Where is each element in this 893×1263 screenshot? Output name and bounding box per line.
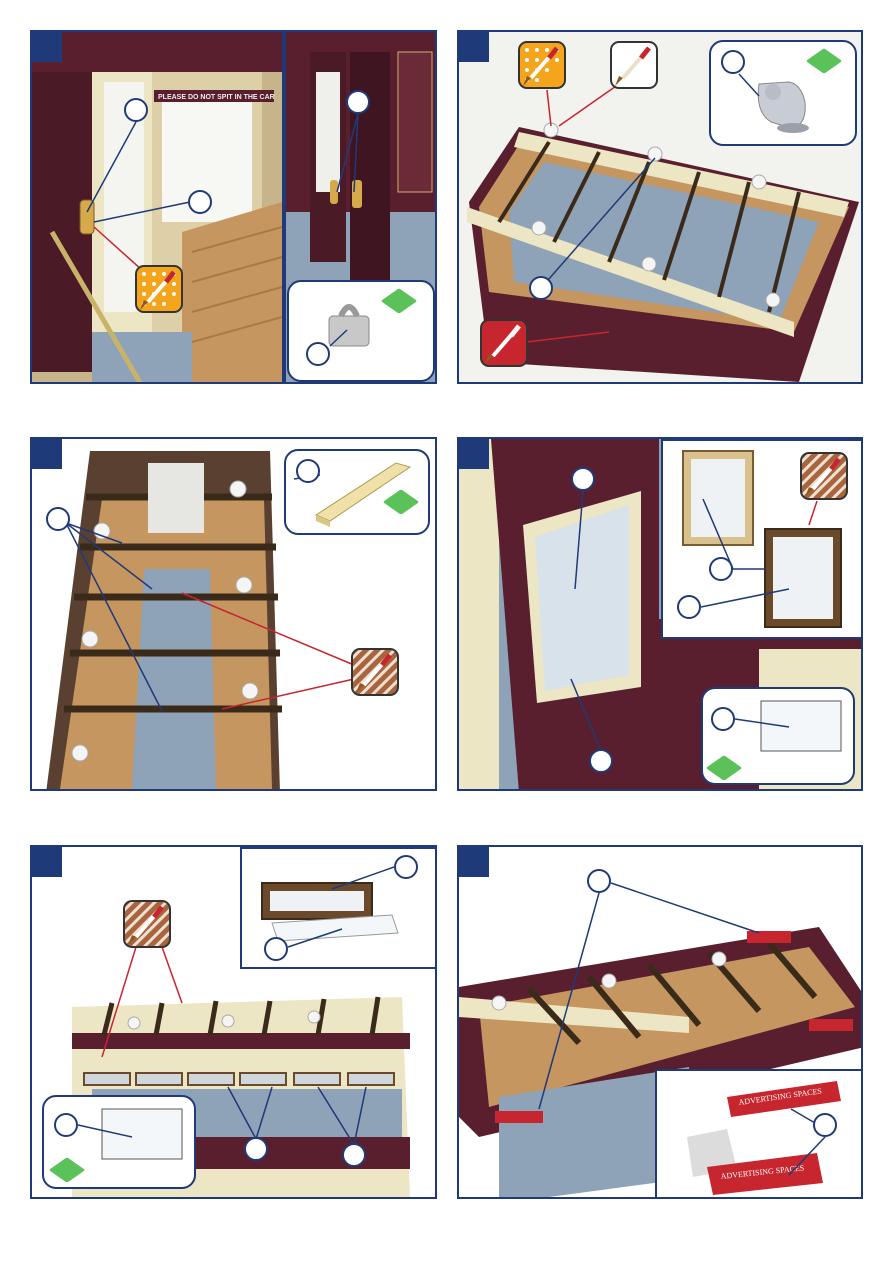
step-number-tab <box>32 847 62 877</box>
part-inset-door-handle <box>287 280 435 382</box>
callout-circle <box>529 276 553 300</box>
paintbrush-striped-icon <box>122 899 172 949</box>
callout-circle <box>571 467 595 491</box>
step-number-tab <box>459 32 489 62</box>
callout-circle <box>346 90 370 114</box>
callout-circle <box>46 507 70 531</box>
callout-circle <box>709 557 733 581</box>
step-number-tab <box>459 847 489 877</box>
notice-sign-text: PLEASE DO NOT SPIT IN THE CAR <box>158 94 275 101</box>
lamp-part-image <box>757 81 809 133</box>
callout-circle <box>188 190 212 214</box>
advert-board-parts-image: ADVERTISING SPACES ADVERTISING SPACES <box>687 1081 841 1195</box>
callout-circle <box>587 869 611 893</box>
callout-circle <box>394 855 418 879</box>
callout-circle <box>264 937 288 961</box>
callout-circle <box>589 749 613 773</box>
step-number-tab <box>459 439 489 469</box>
door-handle-part-image <box>328 304 370 347</box>
step-number-tab <box>32 439 62 469</box>
callout-circle <box>711 707 735 731</box>
callout-circle <box>306 342 330 366</box>
panel-step-2 <box>457 30 863 384</box>
paintbrush-yellow-dots-icon <box>134 264 184 314</box>
panel-step-5 <box>30 845 437 1199</box>
wood-strip-part-image <box>314 462 412 527</box>
callout-circle <box>721 50 745 74</box>
callout-circle <box>677 595 701 619</box>
callout-circle <box>244 1137 268 1161</box>
callout-circle <box>813 1113 837 1137</box>
panel-step-6: ADVERTISING SPACES ADVERTISING SPACES <box>457 845 863 1199</box>
paintbrush-striped-icon <box>350 647 400 697</box>
callout-circle <box>54 1113 78 1137</box>
panel-step-3 <box>30 437 437 791</box>
panel-step-1: PLEASE DO NOT SPIT IN THE CAR <box>30 30 437 384</box>
step-number-tab <box>32 32 62 62</box>
callout-circle <box>296 459 320 483</box>
callout-circle <box>342 1143 366 1167</box>
paintbrush-red-icon <box>479 318 529 368</box>
panel-step-4 <box>457 437 863 791</box>
paintbrush-yellow-dots-icon <box>517 40 567 90</box>
paintbrush-striped-icon <box>799 451 849 501</box>
paintbrush-white-icon <box>609 40 659 90</box>
callout-circle <box>124 98 148 122</box>
